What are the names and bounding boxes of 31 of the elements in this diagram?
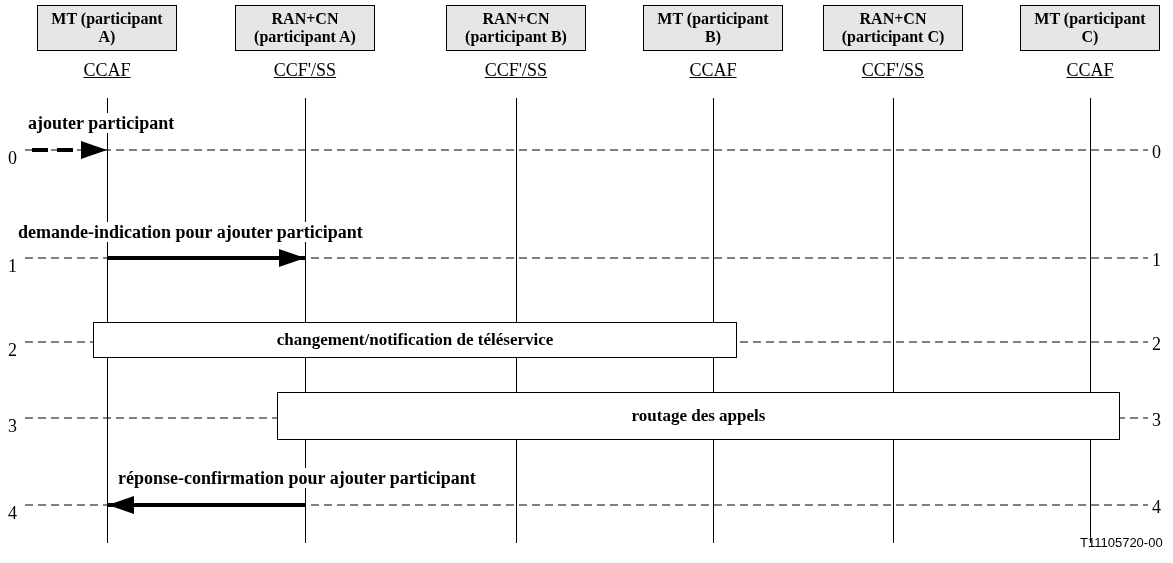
figure-code: T11105720-00	[1080, 535, 1163, 550]
process-box: changement/notification de téléservice	[93, 322, 737, 358]
arrow	[108, 496, 305, 514]
row-number: 3	[8, 416, 17, 436]
row-number: 1	[1152, 250, 1161, 270]
row-number: 4	[1152, 497, 1161, 517]
participant-box: RAN+CN (participant B)	[446, 5, 586, 51]
participant-box: RAN+CN (participant C)	[823, 5, 963, 51]
row-number: 0	[1152, 142, 1161, 162]
entity-label: CCF'/SS	[272, 60, 338, 82]
participant-box: MT (participant B)	[643, 5, 783, 51]
edge-label: ajouter participant	[28, 113, 175, 133]
arrow	[32, 141, 107, 159]
participant-box: MT (participant C)	[1020, 5, 1160, 51]
participant-box: RAN+CN (participant A)	[235, 5, 375, 51]
arrow	[108, 249, 305, 267]
entity-label: CCAF	[688, 60, 738, 82]
row-number: 2	[8, 340, 17, 360]
entity-label: CCF'/SS	[483, 60, 549, 82]
entity-label: CCF'/SS	[860, 60, 926, 82]
process-box: routage des appels	[277, 392, 1120, 440]
row-number: 2	[1152, 334, 1161, 354]
edge-label: demande-indication pour ajouter participant	[18, 222, 363, 242]
edge-label: réponse-confirmation pour ajouter participant	[118, 468, 476, 488]
row-number: 4	[8, 503, 17, 523]
row-number: 0	[8, 148, 17, 168]
entity-label: CCAF	[1065, 60, 1115, 82]
participant-box: MT (participant A)	[37, 5, 177, 51]
row-number: 1	[8, 256, 17, 276]
row-number: 3	[1152, 410, 1161, 430]
entity-label: CCAF	[82, 60, 132, 82]
